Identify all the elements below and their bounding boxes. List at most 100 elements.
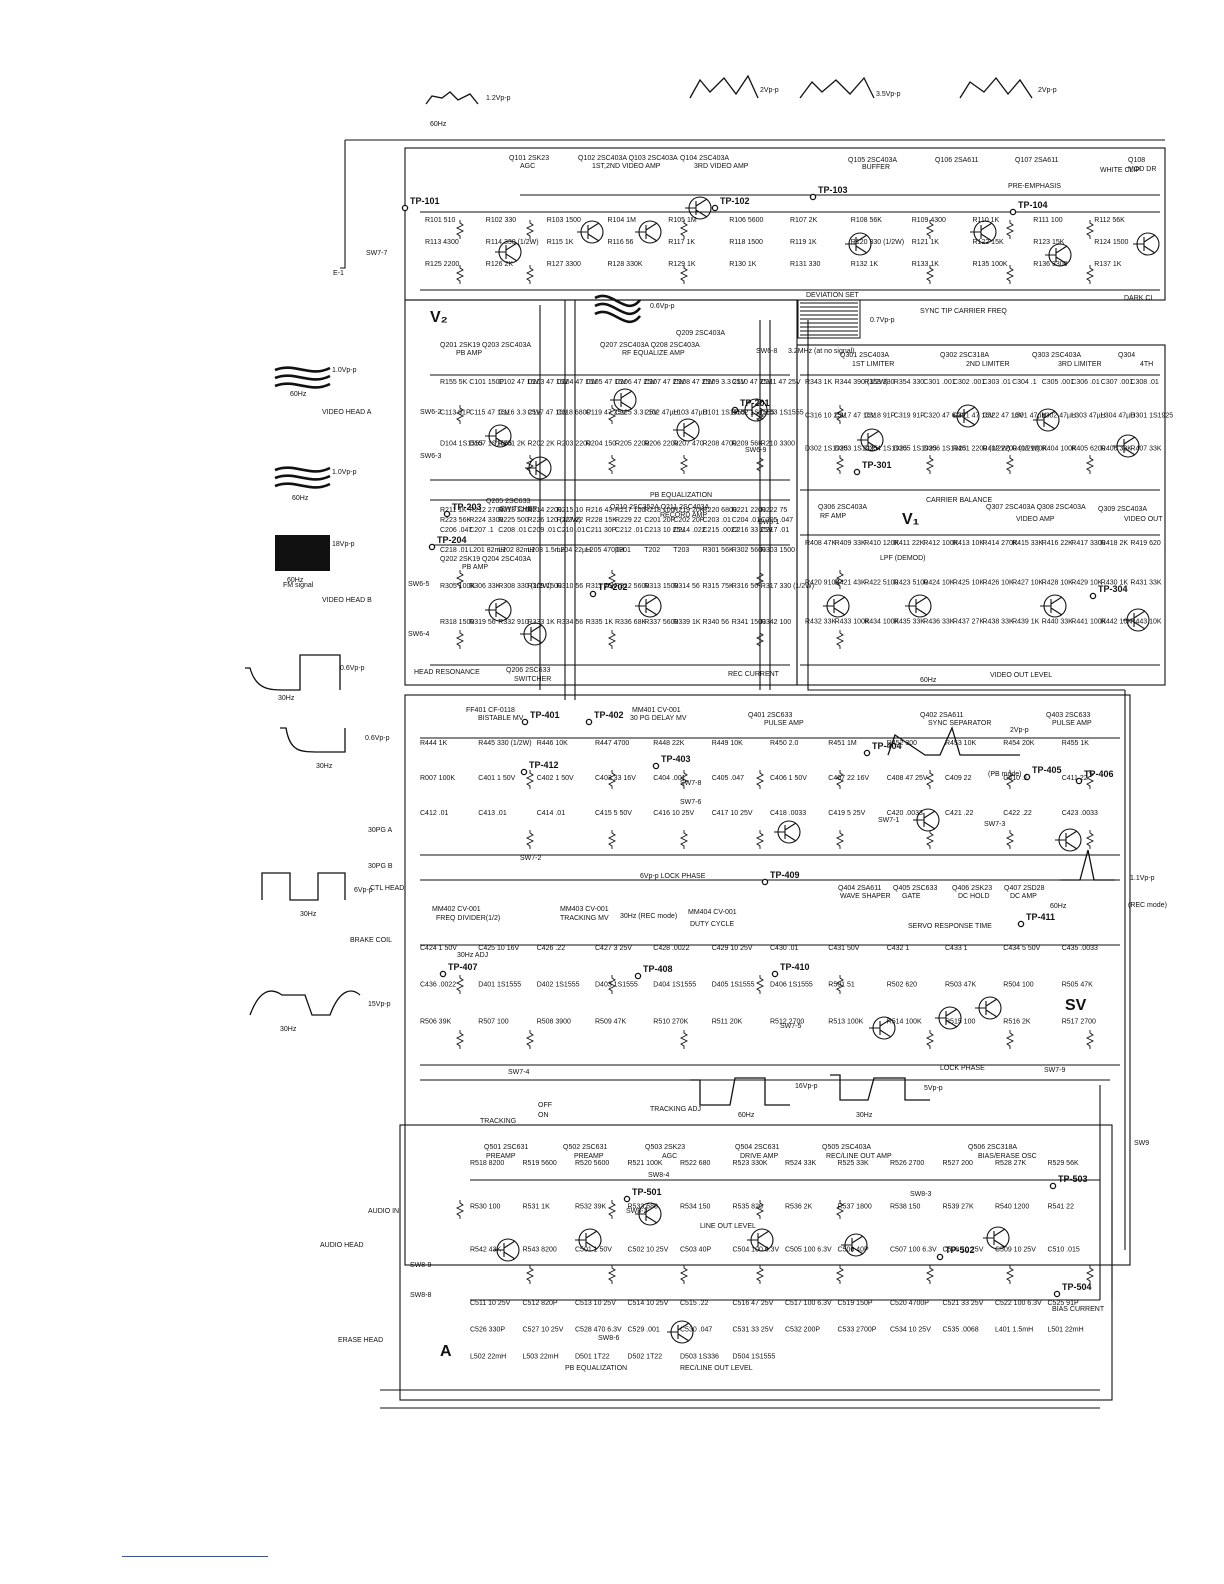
resistor-symbol <box>1085 1030 1095 1049</box>
component-label: C212 .01 <box>615 527 644 534</box>
test-point-label: TP-408 <box>643 964 673 974</box>
component-label: L205 470µH <box>586 547 624 554</box>
test-point-marker <box>1017 920 1025 928</box>
test-point-label: TP-201 <box>740 398 770 408</box>
component-label: R455 1K <box>1062 740 1090 747</box>
component-label: R433 100K <box>835 619 870 626</box>
component-label: R127 3300 <box>547 261 581 268</box>
switch-label: SW6-1 <box>758 519 780 526</box>
transistor-leads <box>983 1228 1006 1248</box>
component-label: R424 10K <box>923 579 954 586</box>
waveform-q106 <box>959 76 1033 99</box>
stage-label: 3.2MHz (at no signal) <box>788 348 855 355</box>
component-label: R534 150 <box>680 1203 710 1210</box>
waveform-label: 18Vp-p <box>332 541 355 548</box>
resistor-symbol <box>835 455 845 474</box>
component-label: R209 56K <box>732 440 763 447</box>
component-label: C431 50V <box>828 945 859 952</box>
component-label: D405 1S1555 <box>712 982 755 989</box>
test-point-marker <box>589 590 597 598</box>
resistor-symbol <box>455 630 465 649</box>
stage-label: Q503 2SK23 <box>645 1144 685 1151</box>
component-label: R131 330 <box>790 261 820 268</box>
component-label: C420 .0033 <box>887 810 923 817</box>
component-label: R516 2K <box>1003 1018 1031 1025</box>
switch-label: SW8-4 <box>648 1172 670 1179</box>
component-label: R502 620 <box>887 982 917 989</box>
test-point-label: TP-501 <box>632 1187 662 1197</box>
component-label: C201 20P <box>644 517 675 524</box>
test-point-marker <box>863 749 871 757</box>
stage-label: BIAS/ERASE OSC <box>978 1153 1037 1160</box>
section-label-sv: SV <box>1065 997 1087 1014</box>
resistor-symbol <box>607 570 617 589</box>
component-label: R405 6200 <box>1071 446 1105 453</box>
component-label: C316 10 25V <box>805 412 846 419</box>
component-label: D104 1S1555 <box>440 440 483 447</box>
component-label: R442 10K <box>1101 619 1132 626</box>
resistor-symbol <box>455 570 465 589</box>
stage-label: FF401 CF-0118 <box>466 707 515 714</box>
test-point-marker <box>1023 773 1031 781</box>
transistor-leads <box>1113 436 1136 456</box>
resistor-symbol <box>679 455 689 474</box>
component-label: R124 1500 <box>1094 239 1128 246</box>
component-label: T203 <box>673 547 689 554</box>
component-label: R213 2200 <box>498 507 532 514</box>
component-label: C402 1 50V <box>537 775 574 782</box>
component-label: C410 .1 <box>1003 775 1028 782</box>
test-point-marker <box>761 878 769 886</box>
waveform-tp403 <box>887 726 1020 756</box>
test-point-marker <box>1009 208 1017 216</box>
resistor-symbol <box>679 220 689 239</box>
switch-label: SW6-4 <box>408 631 430 638</box>
transistor-leads <box>845 234 868 254</box>
component-label: R309 1500 <box>528 583 562 590</box>
component-label: C117 47 16V <box>528 410 569 417</box>
transistor-leads <box>673 420 696 440</box>
resistor-symbol <box>455 405 465 424</box>
component-label: R211 1K <box>440 507 467 514</box>
test-point-label: TP-104 <box>1018 200 1048 210</box>
component-label: R503 47K <box>945 982 976 989</box>
resistor-symbol <box>835 770 845 789</box>
switch-label: SW6-5 <box>408 581 430 588</box>
resistor-symbol <box>525 1030 535 1049</box>
component-label: C515 .22 <box>680 1300 709 1307</box>
stage-label: MM404 CV-001 <box>688 909 737 916</box>
stage-label: AGC <box>662 1153 677 1160</box>
waveform-label: 2Vp-p <box>760 87 779 94</box>
component-label: R316 56 <box>732 583 759 590</box>
resistor-symbol <box>925 1030 935 1049</box>
component-label: C204 .01 <box>732 517 761 524</box>
waveform-30pg-a <box>245 654 341 691</box>
resistor-symbol <box>679 770 689 789</box>
transistor-leads <box>635 222 658 242</box>
component-label: D306 1S1925 <box>923 446 966 453</box>
switch-label: SW8-3 <box>910 1191 932 1198</box>
component-label: R536 2K <box>785 1203 813 1210</box>
component-label: R223 56K <box>440 517 471 524</box>
component-label: R426 10K <box>983 579 1014 586</box>
resistor-symbol <box>525 220 535 239</box>
resistor-symbol <box>1005 770 1015 789</box>
resistor-symbol <box>755 455 765 474</box>
component-label: R108 56K <box>851 217 882 224</box>
component-label: R107 2K <box>790 217 818 224</box>
waveform-ctl <box>261 872 346 901</box>
component-label: L401 1.5mH <box>995 1327 1033 1334</box>
resistor-symbol <box>755 1265 765 1284</box>
component-label: R214 2200 <box>528 507 562 514</box>
switch-label: SW7-5 <box>780 1023 802 1030</box>
transistor-leads <box>485 426 508 446</box>
component-label: R310 56 <box>557 583 584 590</box>
stage-label: Q304 <box>1118 352 1135 359</box>
stage-label: DUTY CYCLE <box>690 921 735 928</box>
component-label: C417 10 25V <box>712 810 753 817</box>
test-point-marker <box>521 718 529 726</box>
stage-label: MOD DR <box>1128 166 1156 173</box>
component-label: R221 2200 <box>732 507 766 514</box>
test-point-label: TP-203 <box>452 502 482 512</box>
component-label: C305 .001 <box>1042 379 1074 386</box>
test-point-label: TP-301 <box>862 460 892 470</box>
